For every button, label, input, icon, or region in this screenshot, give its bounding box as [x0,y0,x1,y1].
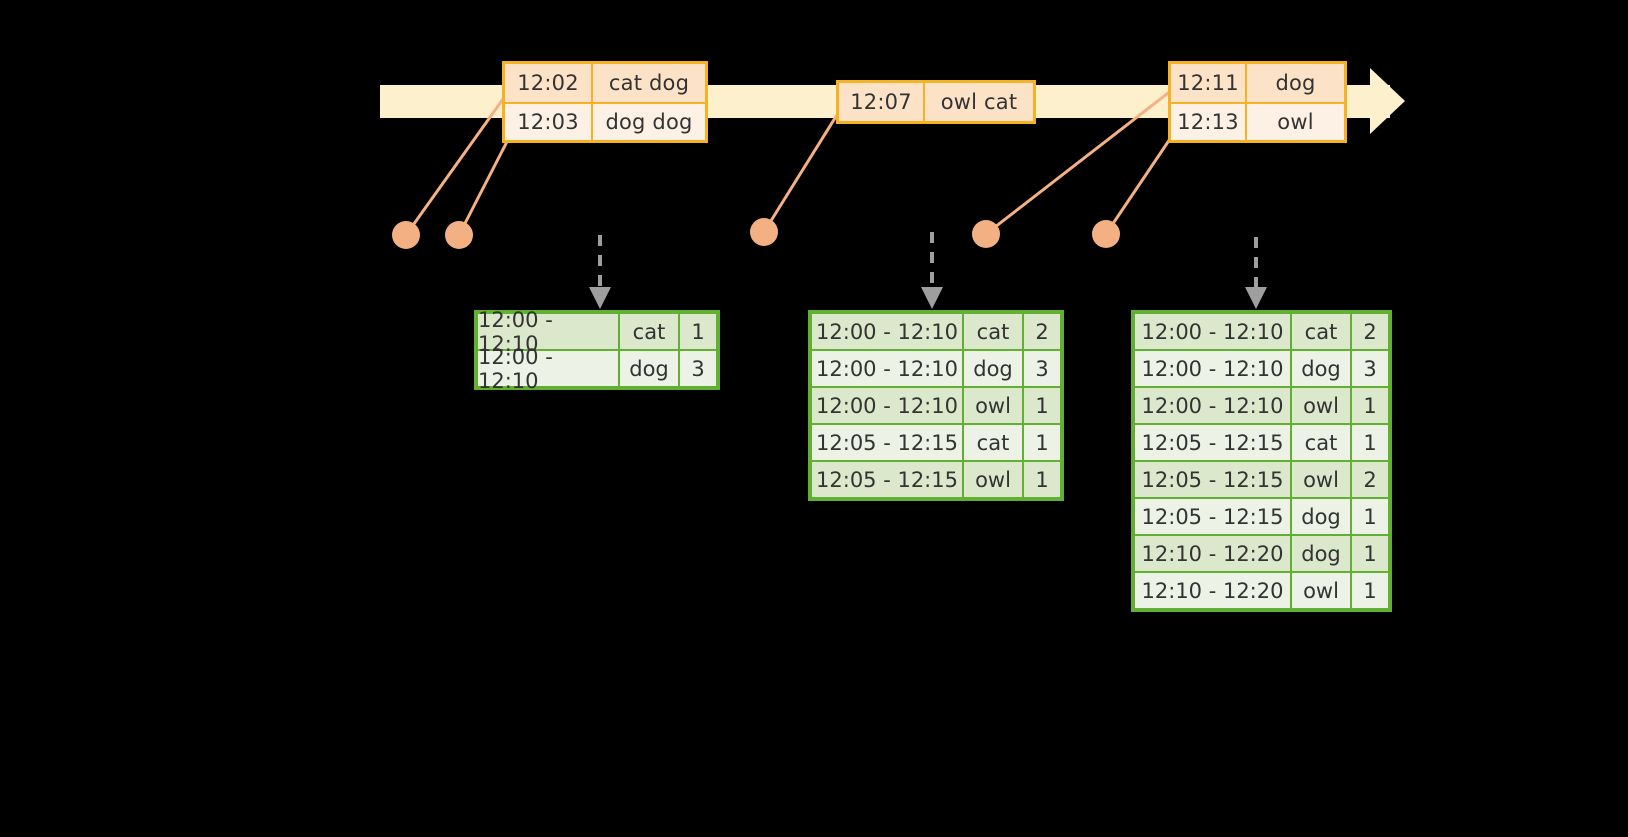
event-payload: owl [1245,102,1344,140]
count-cell: 2 [1352,314,1388,349]
count-cell: 3 [1352,351,1388,386]
event-time: 12:03 [505,102,591,140]
window-cell: 12:00 - 12:10 [812,351,962,386]
window-cell: 12:00 - 12:10 [1135,314,1290,349]
record-markers [392,218,1120,249]
table-row[interactable]: 12:05 - 12:15 owl 2 [1134,461,1389,498]
event-row[interactable]: 12:13 owl [1171,102,1344,140]
key-cell: dog [1292,499,1350,534]
count-cell: 2 [1024,314,1060,349]
key-cell: cat [964,314,1022,349]
count-cell: 1 [1352,573,1388,608]
event-row[interactable]: 12:02 cat dog [505,64,705,102]
key-cell: cat [1292,425,1350,460]
table-row[interactable]: 12:00 - 12:10 owl 1 [1134,387,1389,424]
key-cell: owl [1292,462,1350,497]
window-cell: 12:05 - 12:15 [812,462,962,497]
event-group-2[interactable]: 12:07 owl cat [836,80,1036,124]
count-cell: 2 [1352,462,1388,497]
window-cell: 12:05 - 12:15 [1135,499,1290,534]
event-time: 12:02 [505,64,591,102]
count-cell: 3 [680,351,716,386]
window-cell: 12:05 - 12:15 [1135,462,1290,497]
table-row[interactable]: 12:00 - 12:10 dog 3 [1134,350,1389,387]
table-row[interactable]: 12:10 - 12:20 dog 1 [1134,535,1389,572]
window-cell: 12:00 - 12:10 [812,314,962,349]
emit-arrowhead-icon-1 [589,287,611,309]
count-cell: 1 [1352,536,1388,571]
window-cell: 12:00 - 12:10 [1135,388,1290,423]
key-cell: cat [1292,314,1350,349]
window-cell: 12:00 - 12:10 [478,345,618,393]
event-row[interactable]: 12:07 owl cat [839,83,1033,121]
key-cell: cat [964,425,1022,460]
record-marker-1 [392,221,420,249]
event-group-1[interactable]: 12:02 cat dog 12:03 dog dog [502,61,708,143]
window-cell: 12:10 - 12:20 [1135,536,1290,571]
record-marker-4 [972,220,1000,248]
result-table-2[interactable]: 12:00 - 12:10 cat 2 12:00 - 12:10 dog 3 … [808,310,1064,501]
record-marker-2 [445,221,473,249]
key-cell: dog [620,351,678,386]
count-cell: 1 [1352,499,1388,534]
count-cell: 1 [680,314,716,349]
emit-arrowheads [589,287,1267,309]
count-cell: 1 [1352,388,1388,423]
timeline-arrowhead-icon [1370,68,1405,134]
event-time: 12:11 [1171,64,1245,102]
count-cell: 1 [1024,462,1060,497]
table-row[interactable]: 12:00 - 12:10 dog 3 [811,350,1061,387]
key-cell: owl [964,388,1022,423]
table-row[interactable]: 12:05 - 12:15 cat 1 [811,424,1061,461]
window-cell: 12:00 - 12:10 [1135,351,1290,386]
event-payload: dog [1245,64,1344,102]
table-row[interactable]: 12:05 - 12:15 cat 1 [1134,424,1389,461]
event-row[interactable]: 12:11 dog [1171,64,1344,102]
table-row[interactable]: 12:00 - 12:10 dog 3 [477,345,717,393]
table-row[interactable]: 12:00 - 12:10 cat 2 [811,313,1061,350]
table-row[interactable]: 12:05 - 12:15 dog 1 [1134,498,1389,535]
event-time: 12:13 [1171,102,1245,140]
result-table-1[interactable]: 12:00 - 12:10 cat 1 12:00 - 12:10 dog 3 [474,308,720,393]
key-cell: dog [1292,536,1350,571]
count-cell: 1 [1352,425,1388,460]
event-time: 12:07 [839,83,923,121]
table-row[interactable]: 12:00 - 12:10 cat 1 [477,308,717,356]
key-cell: dog [964,351,1022,386]
emit-arrowhead-icon-2 [921,287,943,309]
window-cell: 12:00 - 12:10 [812,388,962,423]
count-cell: 1 [1024,425,1060,460]
event-payload: dog dog [591,102,705,140]
window-cell: 12:05 - 12:15 [812,425,962,460]
result-table-3[interactable]: 12:00 - 12:10 cat 2 12:00 - 12:10 dog 3 … [1131,310,1392,612]
emit-arrowhead-icon-3 [1245,287,1267,309]
key-cell: owl [964,462,1022,497]
event-row[interactable]: 12:03 dog dog [505,102,705,140]
table-row[interactable]: 12:05 - 12:15 owl 1 [811,461,1061,498]
key-cell: owl [1292,388,1350,423]
table-row[interactable]: 12:00 - 12:10 owl 1 [811,387,1061,424]
count-cell: 1 [1024,388,1060,423]
key-cell: cat [620,314,678,349]
key-cell: dog [1292,351,1350,386]
event-group-3[interactable]: 12:11 dog 12:13 owl [1168,61,1347,143]
emit-arrows [598,232,1258,287]
window-cell: 12:10 - 12:20 [1135,573,1290,608]
record-marker-3 [750,218,778,246]
window-cell: 12:05 - 12:15 [1135,425,1290,460]
table-row[interactable]: 12:10 - 12:20 owl 1 [1134,572,1389,609]
count-cell: 3 [1024,351,1060,386]
table-row[interactable]: 12:00 - 12:10 cat 2 [1134,313,1389,350]
record-marker-5 [1092,220,1120,248]
event-payload: cat dog [591,64,705,102]
key-cell: owl [1292,573,1350,608]
event-payload: owl cat [923,83,1033,121]
